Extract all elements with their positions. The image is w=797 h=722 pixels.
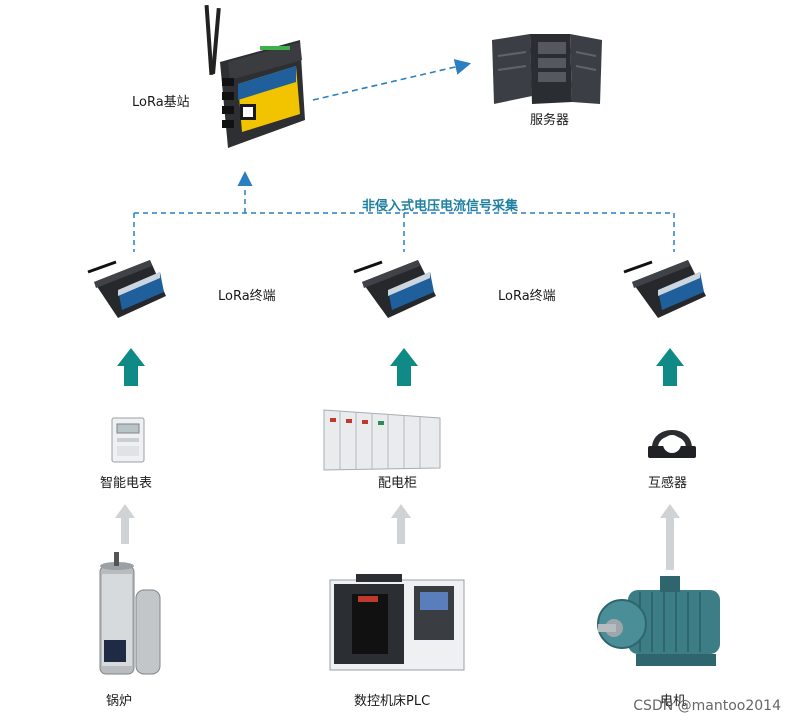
- watermark: CSDN @mantoo2014: [633, 698, 781, 714]
- gray-arrows: [115, 504, 680, 570]
- cnc-machine-icon: [329, 574, 465, 671]
- label-transformer: 互感器: [648, 476, 688, 491]
- teal-arrows: [117, 348, 684, 386]
- label-cnc: 数控机床PLC: [354, 694, 431, 709]
- lora-terminal-middle-icon: [353, 260, 436, 318]
- gray-arrow-right: [660, 504, 680, 570]
- label-terminal-b: LoRa终端: [498, 289, 556, 304]
- label-boiler: 锅炉: [106, 694, 133, 709]
- boiler-icon: [99, 552, 161, 675]
- gray-arrow-left: [115, 504, 135, 544]
- label-server: 服务器: [530, 113, 570, 128]
- motor-icon: [597, 576, 720, 666]
- teal-arrow-left: [117, 348, 145, 386]
- lora-terminal-left-icon: [87, 260, 166, 318]
- collection-bus: [133, 171, 675, 252]
- label-terminal-a: LoRa终端: [218, 289, 276, 304]
- gateway-icon: [204, 4, 305, 148]
- server-icon: [492, 34, 602, 104]
- label-cabinet: 配电柜: [378, 476, 418, 491]
- cabinet-icon: [323, 409, 441, 471]
- lora-terminal-right-icon: [623, 260, 706, 318]
- label-meter: 智能电表: [100, 476, 153, 491]
- transformer-icon: [648, 430, 696, 458]
- smart-meter-icon: [111, 417, 145, 463]
- gateway-to-server-link: [312, 59, 472, 101]
- label-collection: 非侵入式电压电流信号采集: [362, 199, 519, 214]
- gray-arrow-middle: [391, 504, 411, 544]
- label-base-station: LoRa基站: [132, 95, 190, 110]
- teal-arrow-right: [656, 348, 684, 386]
- label-motor: 电机: [660, 694, 687, 709]
- teal-arrow-middle: [390, 348, 418, 386]
